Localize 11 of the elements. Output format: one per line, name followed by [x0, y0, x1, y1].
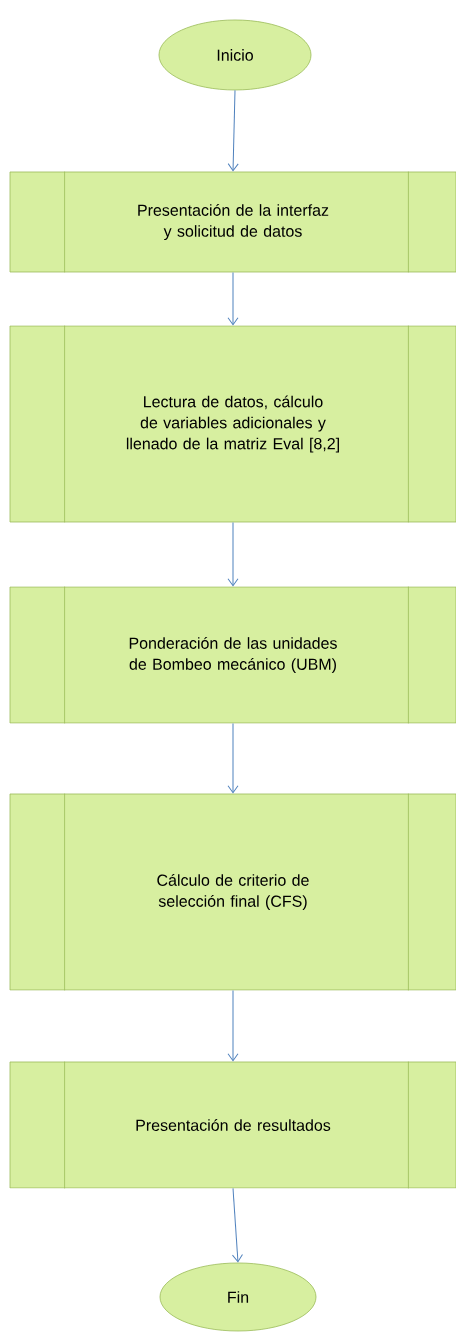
process-box: Lectura de datos, cálculo de variables adicionales y llenado de la matriz Eval [8,2]: [9, 325, 456, 523]
arrow: [227, 521, 239, 587]
process-box: Cálculo de criterio de selección final (CFS): [9, 793, 456, 991]
arrow: [227, 989, 239, 1062]
arrow: [227, 89, 239, 172]
arrow: [227, 271, 239, 326]
process-box: Presentación de resultados: [9, 1061, 456, 1189]
process-box: Ponderación de las unidades de Bombeo mecánico (UBM): [9, 586, 456, 724]
arrow: [232, 1187, 243, 1263]
process-box: Presentación de la interfaz y solicitud de datos: [9, 171, 456, 273]
arrow: [227, 722, 239, 794]
